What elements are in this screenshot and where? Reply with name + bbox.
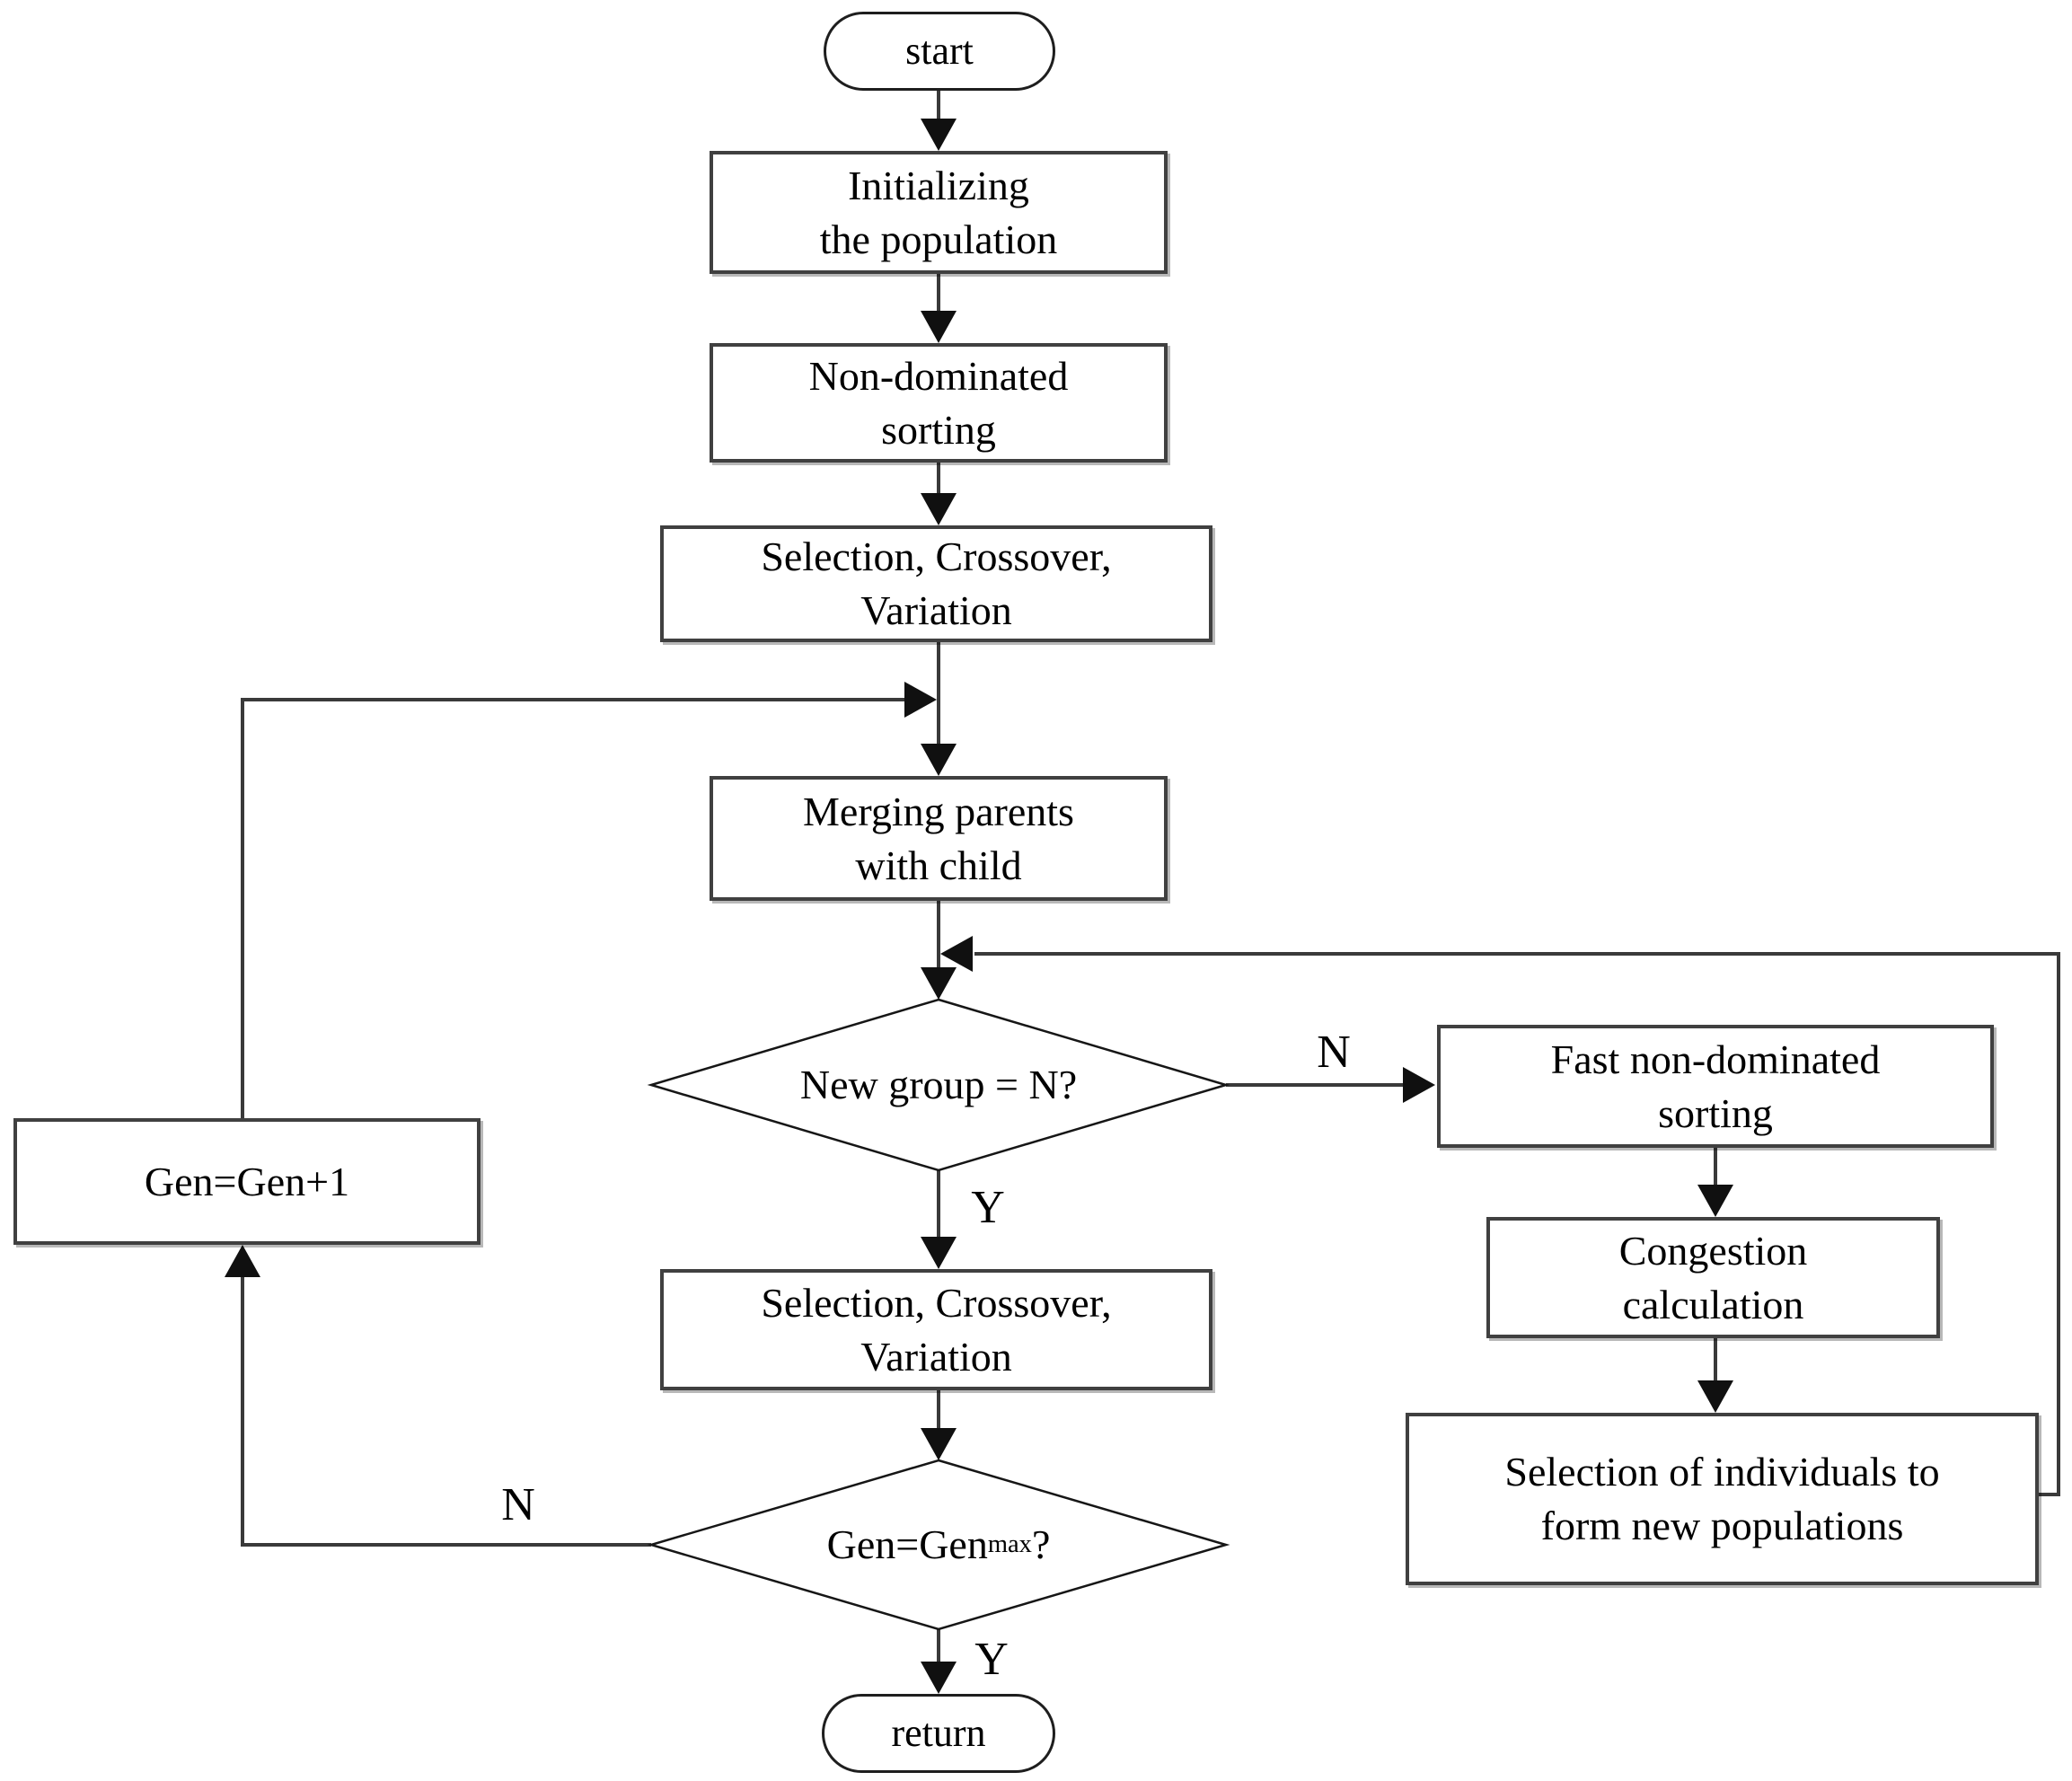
process-non-dominated-sorting: Non-dominated sorting bbox=[710, 343, 1168, 463]
process-merging-parents-with-child: Merging parents with child bbox=[710, 776, 1168, 901]
process-selection-crossover-variation-top: Selection, Crossover, Variation bbox=[660, 525, 1212, 642]
process-congestion-calculation: Congestion calculation bbox=[1486, 1217, 1940, 1338]
decision-new-group-shape bbox=[647, 998, 1230, 1172]
arrowhead-newgroup bbox=[921, 967, 957, 1000]
decision-gen-max-shape bbox=[647, 1459, 1230, 1631]
arrowhead-individuals bbox=[1697, 1380, 1733, 1413]
process-fast-non-dominated-sorting: Fast non-dominated sorting bbox=[1437, 1025, 1994, 1148]
node-return: return bbox=[822, 1694, 1055, 1773]
edge-individuals-loop-to-spine bbox=[974, 952, 2060, 1496]
arrowhead-sorting bbox=[921, 311, 957, 343]
arrowhead-merging bbox=[921, 744, 957, 776]
decision-new-group-label: New group = N? bbox=[799, 1062, 1078, 1108]
label-gen-max-no: N bbox=[501, 1479, 535, 1530]
label-new-group-yes: Y bbox=[971, 1182, 1005, 1233]
process-selection-crossover-variation-bottom: Selection, Crossover, Variation bbox=[660, 1269, 1212, 1390]
edge-genmax-no-loop bbox=[241, 1277, 651, 1547]
process-gen-increment: Gen=Gen+1 bbox=[13, 1118, 481, 1245]
arrowhead-genmax bbox=[921, 1428, 957, 1460]
arrowhead-spine-right-junction bbox=[940, 936, 973, 972]
gen-max-question-mark: ? bbox=[1031, 1521, 1051, 1568]
process-selection-of-individuals: Selection of individuals to form new pop… bbox=[1406, 1413, 2039, 1585]
label-gen-max-yes: Y bbox=[974, 1634, 1009, 1685]
process-initializing-population: Initializing the population bbox=[710, 151, 1168, 274]
arrowhead-selection1 bbox=[921, 493, 957, 525]
arrowhead-spine-left-junction bbox=[904, 682, 937, 718]
arrowhead-congestion bbox=[1697, 1185, 1733, 1217]
node-start: start bbox=[824, 12, 1055, 91]
arrowhead-initializing bbox=[921, 119, 957, 151]
gen-max-base-text: Gen=Gen bbox=[826, 1521, 988, 1568]
label-new-group-no: N bbox=[1317, 1027, 1351, 1078]
gen-max-subscript: max bbox=[987, 1530, 1032, 1558]
arrowhead-gen-increment bbox=[225, 1245, 260, 1277]
arrowhead-selection2 bbox=[921, 1237, 957, 1269]
arrowhead-fast-sorting bbox=[1403, 1067, 1435, 1103]
arrowhead-return bbox=[921, 1662, 957, 1694]
edge-gen-loop-to-spine bbox=[241, 698, 906, 1118]
